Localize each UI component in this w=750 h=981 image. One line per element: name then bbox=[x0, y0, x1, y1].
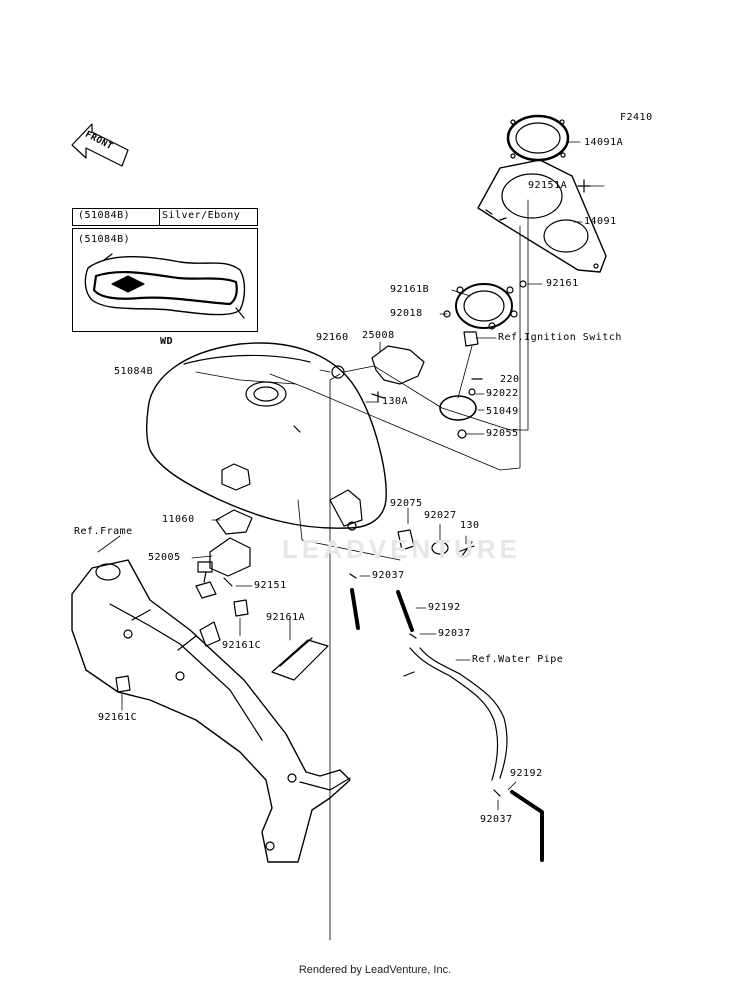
label-52005: 52005 bbox=[148, 552, 181, 563]
bolt-92151A bbox=[577, 179, 591, 193]
label-25008: 25008 bbox=[362, 330, 395, 341]
figure-code: F2410 bbox=[620, 112, 653, 123]
color-table bbox=[72, 208, 258, 226]
footer-credit: Rendered by LeadVenture, Inc. bbox=[298, 964, 452, 976]
tank-bracket bbox=[329, 489, 363, 527]
bolt-130A bbox=[371, 391, 385, 403]
label-51049: 51049 bbox=[486, 406, 519, 417]
label-92037-b: 92037 bbox=[438, 628, 471, 639]
hose-92192-a bbox=[350, 588, 360, 630]
cap-51049 bbox=[439, 395, 477, 421]
washer-92022 bbox=[468, 388, 476, 396]
label-92161: 92161 bbox=[546, 278, 579, 289]
label-220: 220 bbox=[500, 374, 520, 385]
label-92192-a: 92192 bbox=[428, 602, 461, 613]
label-92027: 92027 bbox=[424, 510, 457, 521]
screw-92151 bbox=[223, 577, 233, 587]
label-92192-b: 92192 bbox=[510, 768, 543, 779]
clamp-92037-c bbox=[493, 789, 501, 797]
label-92055: 92055 bbox=[486, 428, 519, 439]
inset-part-label: (51084B) bbox=[78, 234, 131, 245]
label-92161A: 92161A bbox=[266, 612, 306, 623]
frame bbox=[71, 559, 351, 863]
collar-92027 bbox=[431, 541, 449, 555]
meter-cover bbox=[477, 159, 607, 273]
label-51084B: 51084B bbox=[114, 366, 154, 377]
water-pipe bbox=[403, 647, 508, 781]
damper-92075 bbox=[397, 529, 415, 551]
label-ref-ignition-switch: Ref.Ignition Switch bbox=[498, 332, 622, 343]
watermark: LEADVENTURE bbox=[282, 534, 522, 564]
damper-92161C-b bbox=[115, 675, 131, 693]
label-14091A: 14091A bbox=[584, 137, 624, 148]
label-92151A: 92151A bbox=[528, 180, 568, 191]
label-130: 130 bbox=[460, 520, 480, 531]
frame-clip bbox=[199, 621, 221, 647]
label-ref-water-pipe: Ref.Water Pipe bbox=[472, 654, 564, 665]
gauge-ring-gasket bbox=[506, 114, 570, 162]
gauge-bracket bbox=[455, 283, 518, 330]
label-92161B: 92161B bbox=[390, 284, 430, 295]
bracket-25008 bbox=[371, 345, 425, 385]
grommet-92161 bbox=[519, 280, 527, 288]
label-92161C-b: 92161C bbox=[98, 712, 138, 723]
label-92037-c: 92037 bbox=[480, 814, 513, 825]
inset-box bbox=[72, 228, 258, 332]
o-ring-92055 bbox=[457, 429, 467, 439]
fuel-tank bbox=[145, 342, 387, 531]
damper-92161A bbox=[271, 637, 329, 681]
label-92075: 92075 bbox=[390, 498, 423, 509]
hose-92192-c bbox=[510, 790, 544, 862]
ignition-switch-cap bbox=[463, 331, 479, 347]
clamp-92037-b bbox=[409, 633, 417, 639]
gasket-11060 bbox=[215, 509, 253, 535]
label-11060: 11060 bbox=[162, 514, 195, 525]
label-92160: 92160 bbox=[316, 332, 349, 343]
inset-caption: WD bbox=[160, 336, 174, 347]
hose-92192-b bbox=[396, 590, 414, 632]
color-table-color: Silver/Ebony bbox=[162, 210, 241, 221]
fuel-pump-52005 bbox=[195, 537, 251, 599]
label-130A: 130A bbox=[382, 396, 409, 407]
label-92018: 92018 bbox=[390, 308, 423, 319]
label-92161C-a: 92161C bbox=[222, 640, 262, 651]
label-92151: 92151 bbox=[254, 580, 287, 591]
label-92022: 92022 bbox=[486, 388, 519, 399]
tank-plate bbox=[221, 463, 251, 491]
label-92037-a: 92037 bbox=[372, 570, 405, 581]
color-table-part: (51084B) bbox=[78, 210, 131, 221]
damper-92161C-a bbox=[233, 599, 249, 617]
clamp-92037-a bbox=[349, 573, 357, 579]
front-arrow-icon bbox=[71, 123, 129, 167]
bolt-130 bbox=[457, 541, 475, 557]
inset-tank-illustration bbox=[84, 253, 246, 319]
label-ref-frame: Ref.Frame bbox=[74, 526, 133, 537]
label-14091: 14091 bbox=[584, 216, 617, 227]
